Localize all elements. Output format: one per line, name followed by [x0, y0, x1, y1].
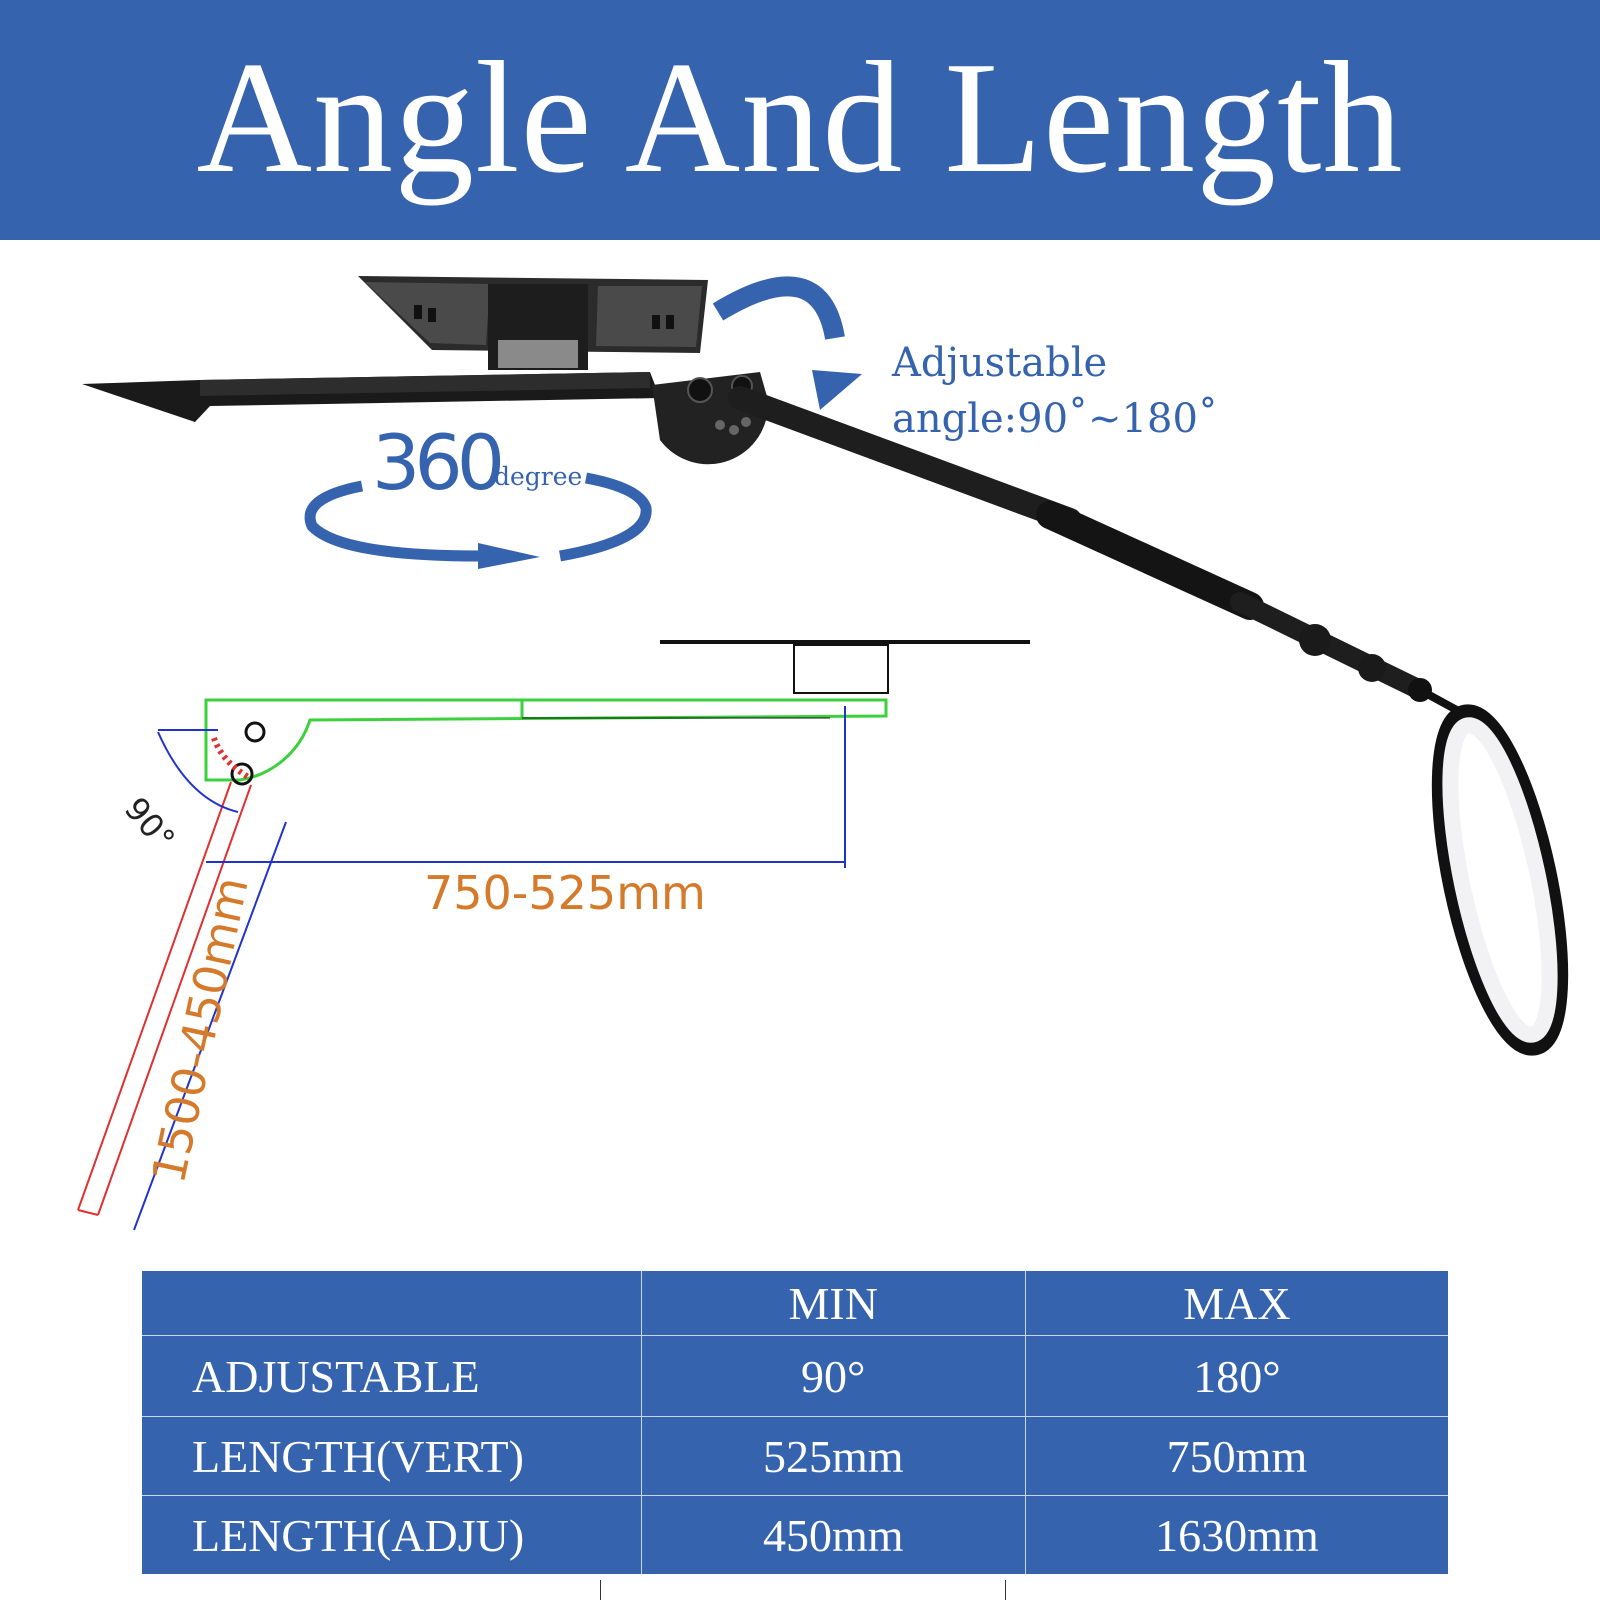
- table-row: LENGTH(ADJU) 450mm 1630mm: [142, 1495, 1448, 1574]
- table-row: LENGTH(VERT) 525mm 750mm: [142, 1416, 1448, 1496]
- spec-table: MIN MAX ADJUSTABLE 90° 180° LENGTH(VERT)…: [142, 1271, 1448, 1574]
- adjustable-angle-range: angle:90˚~180˚: [892, 396, 1218, 442]
- horizontal-length-label: 750-525mm: [424, 866, 706, 920]
- table-cell: LENGTH(VERT): [142, 1416, 642, 1496]
- table-cell: 90°: [641, 1335, 1026, 1417]
- page-title: Angle And Length: [196, 28, 1404, 206]
- technical-drawing: [77, 640, 1030, 1231]
- table-row: ADJUSTABLE 90° 180°: [142, 1335, 1448, 1417]
- ring-light: [1431, 704, 1569, 1056]
- table-cell: LENGTH(ADJU): [142, 1495, 642, 1574]
- hinge-joint: [652, 372, 769, 465]
- table-cell: 1630mm: [1155, 1509, 1319, 1561]
- table-cell: 450mm: [641, 1495, 1026, 1574]
- table-cell: 750mm: [1025, 1416, 1448, 1496]
- table-header-row: MIN MAX: [142, 1271, 1448, 1336]
- horizontal-arm: [82, 372, 660, 422]
- table-header-cell: MIN: [641, 1271, 1026, 1336]
- rotation-unit: degree: [494, 462, 583, 491]
- table-cell: ADJUSTABLE: [142, 1335, 642, 1417]
- rotation-value: 360: [372, 418, 505, 507]
- table-divider: [600, 1580, 601, 1600]
- curved-arrow-icon: [712, 276, 862, 410]
- table-divider: [1005, 1580, 1006, 1600]
- table-header-cell: [142, 1271, 642, 1336]
- mounting-plate: [358, 276, 708, 370]
- adjustable-label: Adjustable: [892, 340, 1108, 386]
- table-cell: 180°: [1025, 1335, 1448, 1417]
- title-banner: [0, 0, 1600, 240]
- adjustable-pole: [728, 386, 1477, 724]
- rotation-arrow-icon: [304, 472, 652, 569]
- table-cell: 525mm: [641, 1416, 1026, 1496]
- table-header-cell: MAX: [1025, 1271, 1448, 1336]
